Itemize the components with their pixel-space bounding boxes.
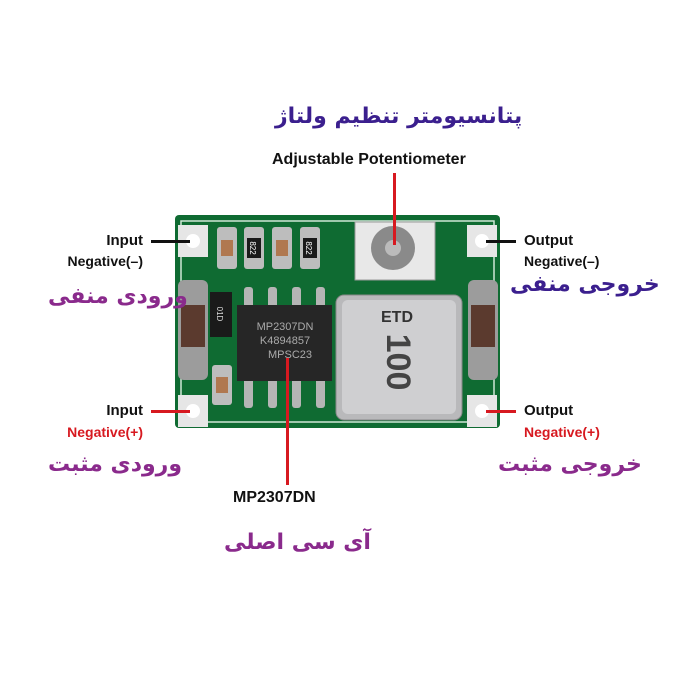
polarity-label: Negative(–) bbox=[524, 253, 600, 269]
chip-label: MP2307DN bbox=[233, 489, 316, 506]
pointer-line bbox=[286, 358, 289, 485]
persian-label: خروجی مثبت bbox=[498, 452, 642, 477]
inductor-value: 100 bbox=[379, 334, 417, 391]
pointer-line bbox=[486, 240, 516, 243]
output-label: Output bbox=[524, 232, 574, 249]
potentiometer bbox=[354, 221, 436, 281]
pointer-line bbox=[151, 240, 190, 243]
output-label: Output bbox=[524, 402, 574, 419]
inductor: ETD 100 bbox=[335, 294, 463, 421]
chip-persian-label: آی سی اصلی bbox=[224, 530, 371, 555]
resistor-code: 822 bbox=[248, 241, 257, 255]
resistor-code: 822 bbox=[304, 241, 313, 255]
diode-code: 01D bbox=[215, 307, 224, 322]
pointer-line bbox=[393, 173, 396, 245]
pointer-line bbox=[486, 410, 516, 413]
chip-marking: MP2307DN bbox=[257, 321, 314, 333]
input-label: Input bbox=[106, 402, 143, 419]
chip-marking: K4894857 bbox=[260, 335, 310, 347]
persian-label: ورودی مثبت bbox=[48, 452, 182, 477]
input-label: Input bbox=[106, 232, 143, 249]
polarity-label: Negative(–) bbox=[67, 253, 143, 269]
potentiometer-persian-label: پتانسیومتر تنظیم ولتاژ bbox=[275, 104, 523, 129]
potentiometer-label: Adjustable Potentiometer bbox=[272, 151, 466, 168]
persian-label: خروجی منفی bbox=[510, 272, 660, 297]
ic-chip bbox=[237, 305, 332, 381]
polarity-label: Negative(+) bbox=[524, 424, 600, 440]
inductor-logo: ETD bbox=[381, 309, 413, 326]
chip-marking: MPSC23 bbox=[268, 349, 312, 361]
pointer-line bbox=[151, 410, 190, 413]
polarity-label: Negative(+) bbox=[67, 424, 143, 440]
persian-label: ورودی منفی bbox=[48, 284, 188, 309]
